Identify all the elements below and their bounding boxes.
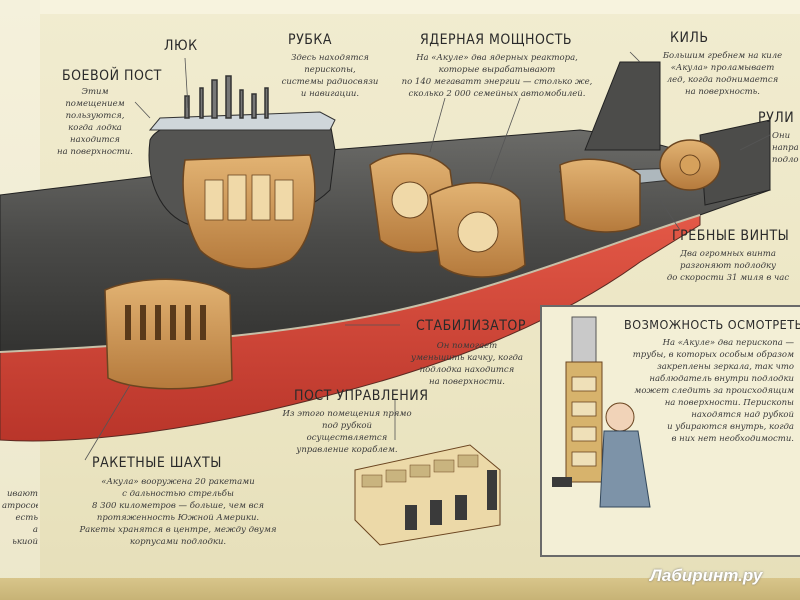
text-line: сколько 2 000 семейных автомобилей. [408,89,586,99]
text-line: «Акула» вооружена 20 ракетами [101,477,255,487]
text-line: Он помогает [436,341,498,351]
text-line: помещением [65,99,125,109]
label-ruli-text: Они напра подло [772,130,800,166]
label-control-text: Из этого помещения прямо под рубкой осущ… [282,408,412,456]
text-line: Здесь находятся [291,53,369,63]
label-vinty-title: ГРЕБНЫЕ ВИНТЫ [672,228,790,244]
leader-lines [84,51,771,461]
text-line: Этим [81,87,109,97]
text-line: Они [772,131,791,141]
text-line: и навигации. [300,89,360,99]
label-boevoy-post-text: Этим помещением пользуются, когда лодка … [55,86,135,158]
text-line: протяженность Южной Америки. [96,513,260,523]
tail-fin [584,61,661,151]
periscope-inset-panel: ВОЗМОЖНОСТЬ ОСМОТРЕТЬСЯ На «Акуле» два п… [540,305,800,557]
text-line: когда лодка [68,123,122,133]
periscope-illustration [552,316,651,508]
label-rubka-text: Здесь находятся перископы, системы радио… [280,52,380,100]
label-reactor-title: ЯДЕРНАЯ МОЩНОСТЬ [420,32,573,48]
text-line: под рубкой осуществляется [306,421,388,443]
text-line: по 140 мегаватт энергии — столько же, [401,77,593,87]
label-kil-text: Большим гребнем на киле «Акула» проламыв… [660,50,785,98]
text-line: может следить за происходящим [634,386,794,396]
label-stabilizer-text: Он помогает уменьшить качку, когда подло… [402,340,532,388]
text-line: подло [772,155,799,165]
text-line: «Акула» проламывает [670,63,775,73]
label-lyuk-title: ЛЮК [164,38,198,54]
text-line: ькиой [12,537,38,547]
cutaway-propeller [659,139,721,191]
text-line: с дальностью стрельбы [122,489,234,499]
text-line: системы радиосвязи [281,77,379,87]
text-line: наблюдатель внутри подлодки [649,374,794,384]
text-line: на поверхности. [57,147,133,157]
text-line: лед, когда поднимается [666,75,779,85]
text-line: Большим гребнем на киле [662,51,783,61]
label-stabilizer-title: СТАБИЛИЗАТОР [416,318,526,334]
label-rubka-title: РУБКА [288,32,332,48]
text-line: ивают [6,489,38,499]
text-line: 8 300 километров — больше, чем вся [92,501,264,511]
text-line: на поверхность. [684,87,761,97]
text-line: корпусами подлодки. [129,537,227,547]
text-line: трубы, в которых особым образом [632,350,794,360]
text-line: которые вырабатывают [438,65,556,75]
text-line: подлодка находится [419,365,515,375]
text-line: до скорости 31 миля в час [666,273,790,283]
text-line: а [32,525,38,535]
page-top-band [40,0,800,14]
label-boevoy-post-title: БОЕВОЙ ПОСТ [62,68,162,84]
label-rockets-text: «Акула» вооружена 20 ракетами с дальност… [68,476,288,548]
text-line: и убираются внутрь, когда [667,422,794,432]
cutaway-control-room [182,154,316,270]
label-rockets-title: РАКЕТНЫЕ ШАХТЫ [92,455,222,471]
left-edge-cut-text: ивают атросов есть а ькиой [2,488,38,548]
text-line: На «Акуле» два перископа — [662,338,794,348]
text-line: управление кораблем. [296,445,398,455]
cutaway-reactor-2 [429,182,526,278]
tower-deck [148,111,336,131]
label-control-title: ПОСТ УПРАВЛЕНИЯ [294,388,429,404]
text-line: Из этого помещения прямо [282,409,412,419]
text-line: На «Акуле» два ядерных реактора, [416,53,578,63]
text-line: на поверхности. Перископы [664,398,794,408]
label-look-text: На «Акуле» два перископа — трубы, в кото… [624,337,794,445]
text-line: есть [15,513,38,523]
text-line: пользуются, [65,111,125,121]
text-line: напра [772,143,799,153]
text-line: на поверхности. [429,377,505,387]
text-line: перископы, [304,65,356,75]
text-line: находится [70,135,120,145]
text-line: уменьшить качку, когда [411,353,523,363]
text-line: закреплены зеркала, так что [657,362,794,372]
label-kil-title: КИЛЬ [670,30,709,46]
cutaway-engine [559,158,641,233]
label-ruli-title: РУЛИ [758,110,795,126]
text-line: разгоняют подлодку [680,261,776,271]
book-edge [0,578,800,600]
text-line: Два огромных винта [680,249,776,259]
periscope-masts [184,75,269,119]
watermark: Лабиринт.ру [650,566,763,585]
control-room-console [354,444,501,546]
text-line: в них нет необходимости. [671,434,794,444]
cutaway-missile-silos [104,278,233,390]
label-vinty-text: Два огромных винта разгоняют подлодку до… [656,248,800,284]
label-look-title: ВОЗМОЖНОСТЬ ОСМОТРЕТЬСЯ [624,317,800,332]
text-line: Ракеты хранятся в центре, между двумя [79,525,277,535]
text-line: атросов [2,501,38,511]
label-reactor-text: На «Акуле» два ядерных реактора, которые… [382,52,612,100]
text-line: находятся над рубкой [691,410,794,420]
